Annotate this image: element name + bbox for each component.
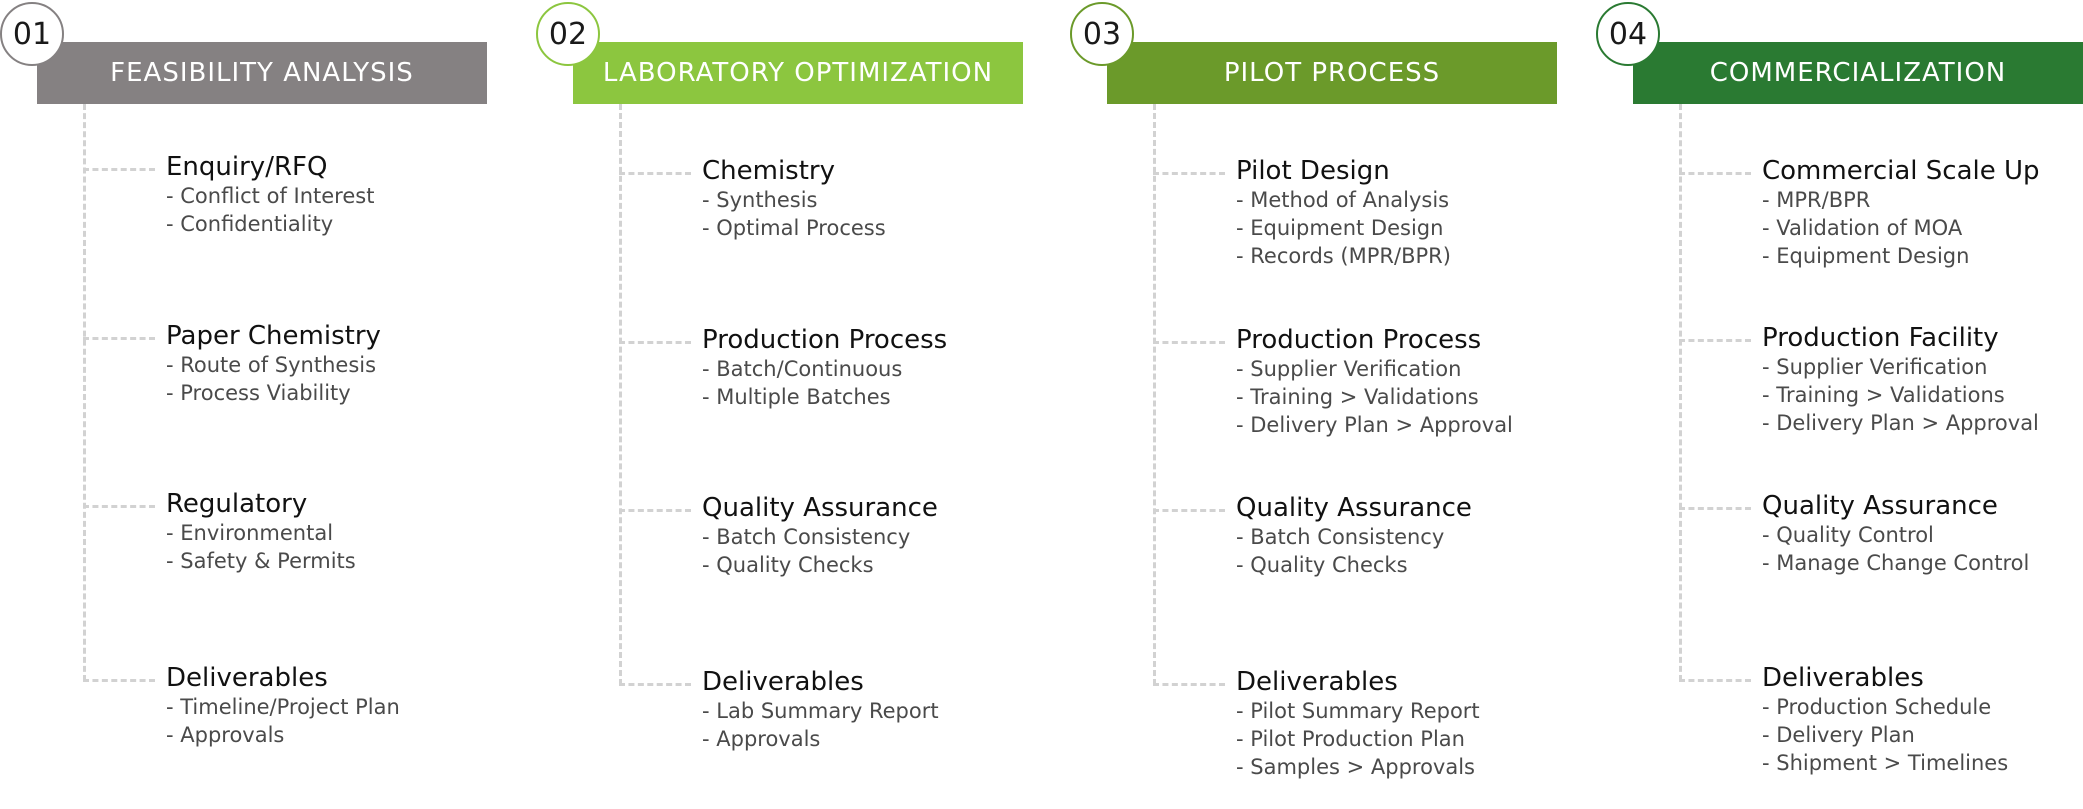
phase-number-badge: 03	[1070, 2, 1134, 66]
step-connector	[619, 683, 691, 686]
step-title: Production Process	[1236, 325, 1482, 355]
phase-header: PILOT PROCESS	[1107, 42, 1557, 104]
step-title: Quality Assurance	[702, 493, 938, 523]
phase-number-badge: 01	[0, 2, 64, 66]
phase-title: PILOT PROCESS	[1223, 58, 1441, 88]
step-connector	[83, 505, 155, 508]
step-connector	[1153, 683, 1225, 686]
step-detail: - Batch Consistency	[1236, 525, 1445, 549]
step-detail: - Batch Consistency	[702, 525, 911, 549]
phase-number-badge: 04	[1596, 2, 1660, 66]
step-detail: - Delivery Plan	[1762, 723, 1915, 747]
phase-title: COMMERCIALIZATION	[1709, 58, 2007, 88]
step-detail: - Validation of MOA	[1762, 216, 1963, 240]
step-detail: - Shipment > Timelines	[1762, 751, 2009, 775]
phase-title: LABORATORY OPTIMIZATION	[602, 58, 994, 88]
step-detail: - Pilot Production Plan	[1236, 727, 1465, 751]
step-detail: - Supplier Verification	[1236, 357, 1462, 381]
step-title: Deliverables	[166, 663, 328, 693]
step-connector	[619, 341, 691, 344]
step-connector	[1153, 172, 1225, 175]
step-detail: - Training > Validations	[1236, 385, 1479, 409]
step-title: Quality Assurance	[1236, 493, 1472, 523]
step-detail: - Pilot Summary Report	[1236, 699, 1480, 723]
step-detail: - Quality Checks	[702, 553, 874, 577]
step-detail: - Approvals	[702, 727, 821, 751]
phase-title: FEASIBILITY ANALYSIS	[110, 58, 414, 88]
step-detail: - Lab Summary Report	[702, 699, 939, 723]
step-detail: - Delivery Plan > Approval	[1762, 411, 2039, 435]
step-title: Deliverables	[702, 667, 864, 697]
step-title: Production Facility	[1762, 323, 1999, 353]
step-connector	[1679, 679, 1751, 682]
step-detail: - Synthesis	[702, 188, 818, 212]
phase-header: COMMERCIALIZATION	[1633, 42, 2083, 104]
step-connector	[619, 509, 691, 512]
step-detail: - Confidentiality	[166, 212, 334, 236]
step-detail: - Optimal Process	[702, 216, 886, 240]
phase-header: LABORATORY OPTIMIZATION	[573, 42, 1023, 104]
step-title: Deliverables	[1236, 667, 1398, 697]
step-connector	[1153, 341, 1225, 344]
step-detail: - MPR/BPR	[1762, 188, 1871, 212]
phase-number-badge: 02	[536, 2, 600, 66]
step-detail: - Process Viability	[166, 381, 351, 405]
step-title: Commercial Scale Up	[1762, 156, 2040, 186]
step-connector	[1679, 507, 1751, 510]
step-detail: - Production Schedule	[1762, 695, 1992, 719]
timeline-connector	[1679, 104, 1682, 681]
phase-header: FEASIBILITY ANALYSIS	[37, 42, 487, 104]
step-title: Quality Assurance	[1762, 491, 1998, 521]
step-detail: - Supplier Verification	[1762, 355, 1988, 379]
step-connector	[1679, 172, 1751, 175]
step-detail: - Manage Change Control	[1762, 551, 2030, 575]
step-detail: - Delivery Plan > Approval	[1236, 413, 1513, 437]
step-title: Production Process	[702, 325, 948, 355]
step-connector	[83, 337, 155, 340]
step-connector	[1679, 339, 1751, 342]
step-detail: - Route of Synthesis	[166, 353, 377, 377]
step-detail: - Method of Analysis	[1236, 188, 1450, 212]
step-title: Regulatory	[166, 489, 308, 519]
step-title: Chemistry	[702, 156, 835, 186]
step-detail: - Approvals	[166, 723, 285, 747]
step-detail: - Environmental	[166, 521, 334, 545]
step-detail: - Equipment Design	[1762, 244, 1970, 268]
step-connector	[1153, 509, 1225, 512]
timeline-connector	[1153, 104, 1156, 685]
step-detail: - Timeline/Project Plan	[166, 695, 400, 719]
step-detail: - Multiple Batches	[702, 385, 891, 409]
step-connector	[619, 172, 691, 175]
step-detail: - Conflict of Interest	[166, 184, 375, 208]
step-title: Deliverables	[1762, 663, 1924, 693]
step-connector	[83, 168, 155, 171]
step-detail: - Training > Validations	[1762, 383, 2005, 407]
step-detail: - Quality Checks	[1236, 553, 1408, 577]
step-detail: - Batch/Continuous	[702, 357, 903, 381]
step-detail: - Quality Control	[1762, 523, 1934, 547]
step-title: Pilot Design	[1236, 156, 1390, 186]
step-detail: - Safety & Permits	[166, 549, 356, 573]
step-detail: - Samples > Approvals	[1236, 755, 1475, 779]
step-detail: - Equipment Design	[1236, 216, 1444, 240]
step-detail: - Records (MPR/BPR)	[1236, 244, 1451, 268]
step-title: Paper Chemistry	[166, 321, 381, 351]
step-connector	[83, 679, 155, 682]
timeline-connector	[619, 104, 622, 685]
step-title: Enquiry/RFQ	[166, 152, 328, 182]
timeline-connector	[83, 104, 86, 681]
